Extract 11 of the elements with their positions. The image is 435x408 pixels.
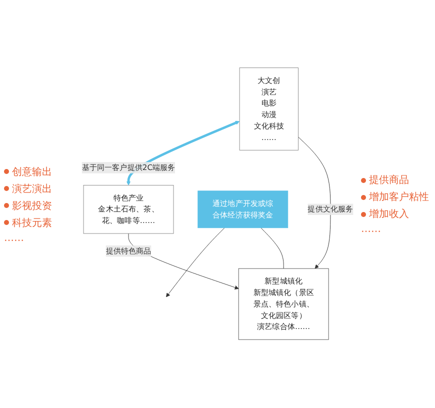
bullet-note: 科技元素 xyxy=(4,216,74,230)
connector xyxy=(260,228,284,270)
bullet-note: …… xyxy=(4,232,25,244)
bullet-note: 增加客户粘性 xyxy=(361,190,431,204)
arrow xyxy=(126,121,240,186)
bullet-note: 影视投资 xyxy=(4,198,74,212)
bullet-note: 创意输出 xyxy=(4,164,74,178)
bullet-note: 增加收入 xyxy=(361,207,431,221)
bullet-note: …… xyxy=(361,224,382,235)
bullet-note: 提供商品 xyxy=(361,173,431,187)
bullet-note: 演艺演出 xyxy=(4,182,74,196)
